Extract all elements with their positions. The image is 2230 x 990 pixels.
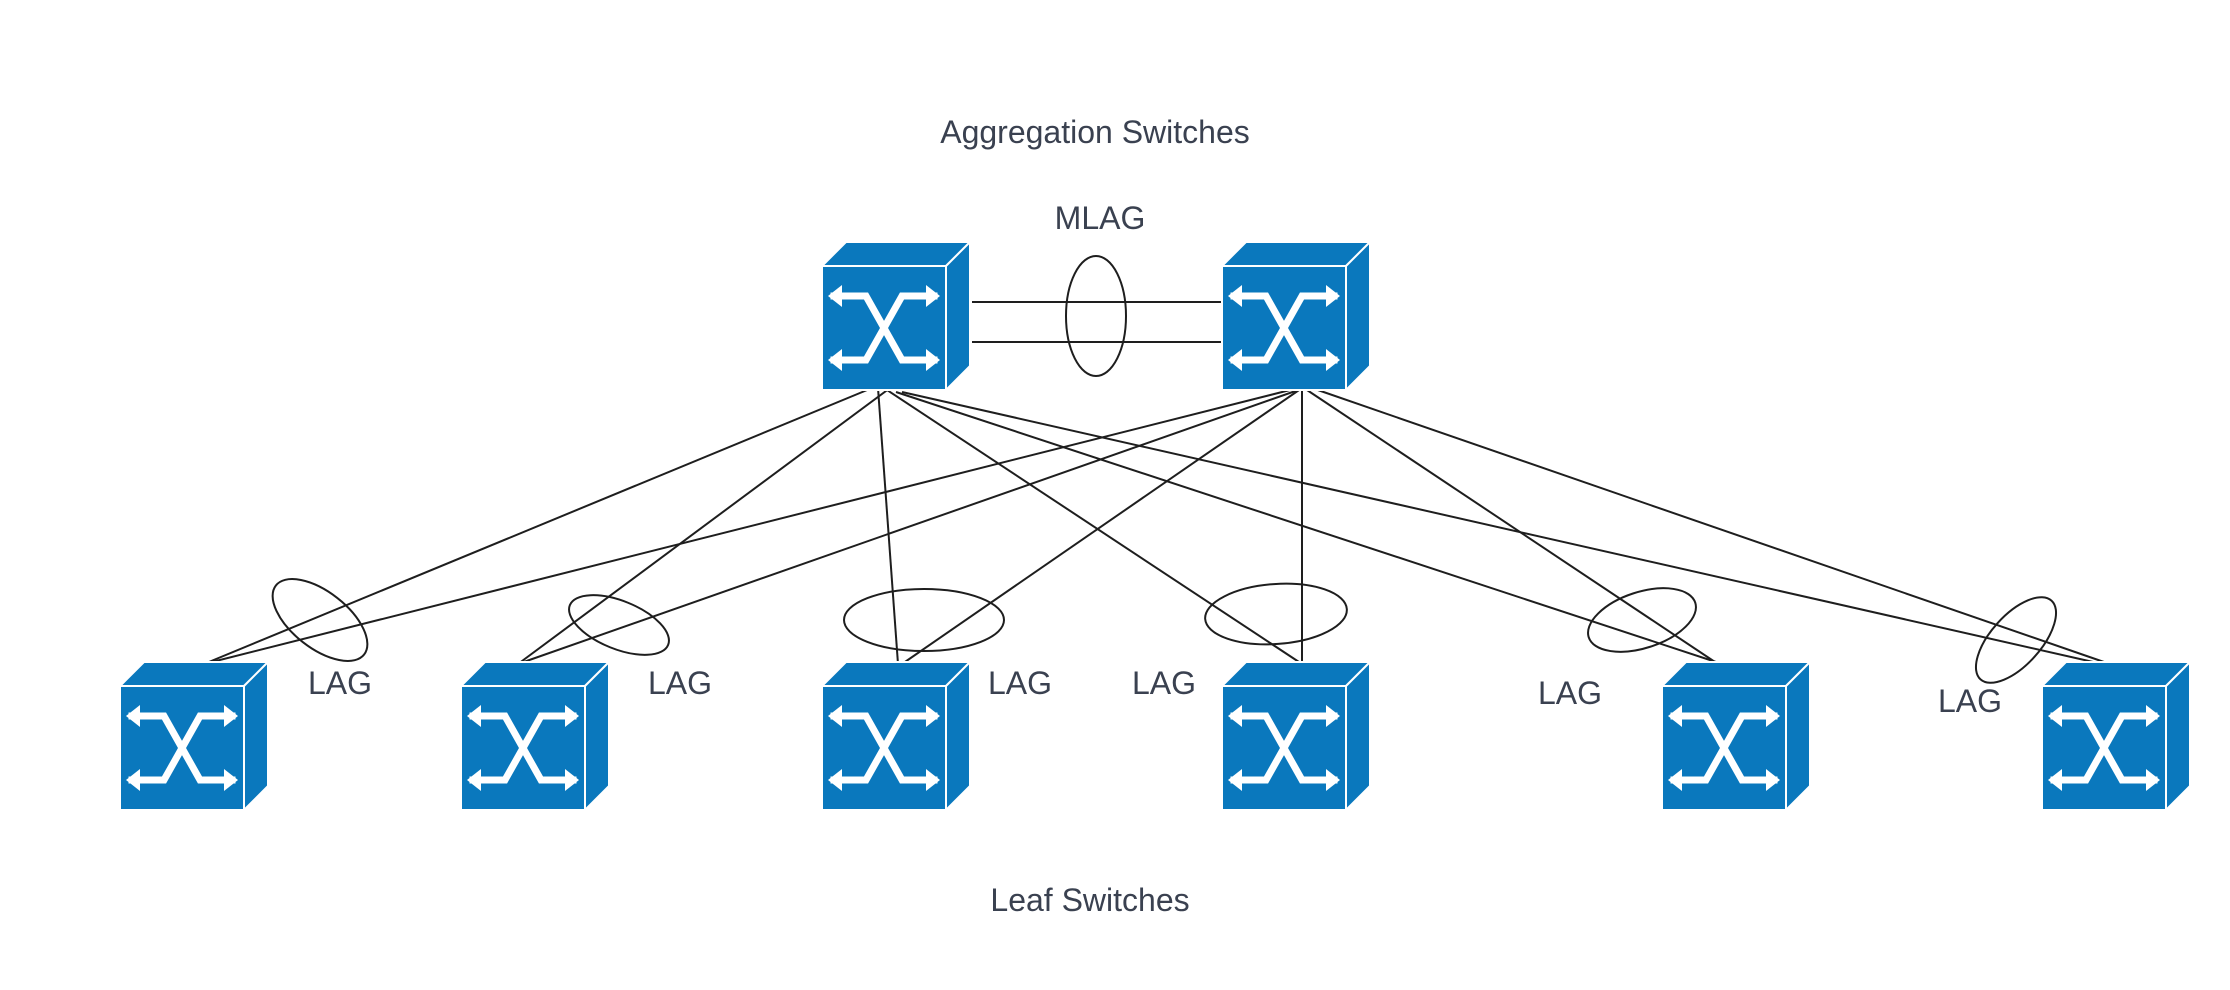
leaf-switch-5[interactable] [1662,662,1810,810]
aggregation-switch-1[interactable] [822,242,970,390]
uplink-agg1-leaf5 [895,391,1723,665]
lag-label-2: LAG [648,665,712,701]
network-switch-icon [461,662,609,810]
leaf-switch-6[interactable] [2042,662,2190,810]
uplink-agg1-leaf4 [883,387,1303,665]
uplink-agg2-leaf2 [517,387,1305,665]
lag-bundle-ellipse-3 [843,588,1005,652]
aggregation-switches-title: Aggregation Switches [940,114,1250,150]
bundles [271,255,2058,684]
uplink-agg2-leaf1 [203,387,1299,665]
lag-bundle-ellipse-6 [1974,596,2058,684]
mlag-label: MLAG [1055,200,1146,236]
lag-label-3: LAG [988,665,1052,701]
lag-bundle-ellipse-2 [568,594,670,656]
links [203,301,2105,669]
network-switch-icon [1662,662,1810,810]
uplink-agg2-leaf6 [1311,387,2105,663]
lag-bundle-ellipse-5 [1587,587,1697,653]
uplink-agg1-leaf2 [517,387,891,665]
leaf-switches-title: Leaf Switches [990,882,1189,918]
network-switch-icon [822,662,970,810]
leaf-switch-2[interactable] [461,662,609,810]
uplink-agg1-leaf1 [203,387,873,665]
network-switch-icon [822,242,970,390]
leaf-switch-3[interactable] [822,662,970,810]
aggregation-switch-2[interactable] [1222,242,1370,390]
network-switch-icon [120,662,268,810]
lag-label-4: LAG [1132,665,1196,701]
uplink-agg1-leaf3 [877,387,899,665]
lag-label-5: LAG [1538,675,1602,711]
uplink-agg1-leaf6 [901,391,2103,665]
network-switch-icon [1222,662,1370,810]
uplink-agg2-leaf5 [1303,387,1725,669]
lag-label-1: LAG [308,665,372,701]
lag-bundle-ellipse-4 [1204,582,1348,646]
uplink-agg2-leaf3 [901,387,1303,665]
lag-bundle-ellipse-1 [271,578,369,662]
leaf-switch-4[interactable] [1222,662,1370,810]
network-switch-icon [1222,242,1370,390]
leaf-switch-1[interactable] [120,662,268,810]
mlag-bundle-ellipse [1065,255,1127,377]
network-switch-icon [2042,662,2190,810]
lag-label-6: LAG [1938,683,2002,719]
